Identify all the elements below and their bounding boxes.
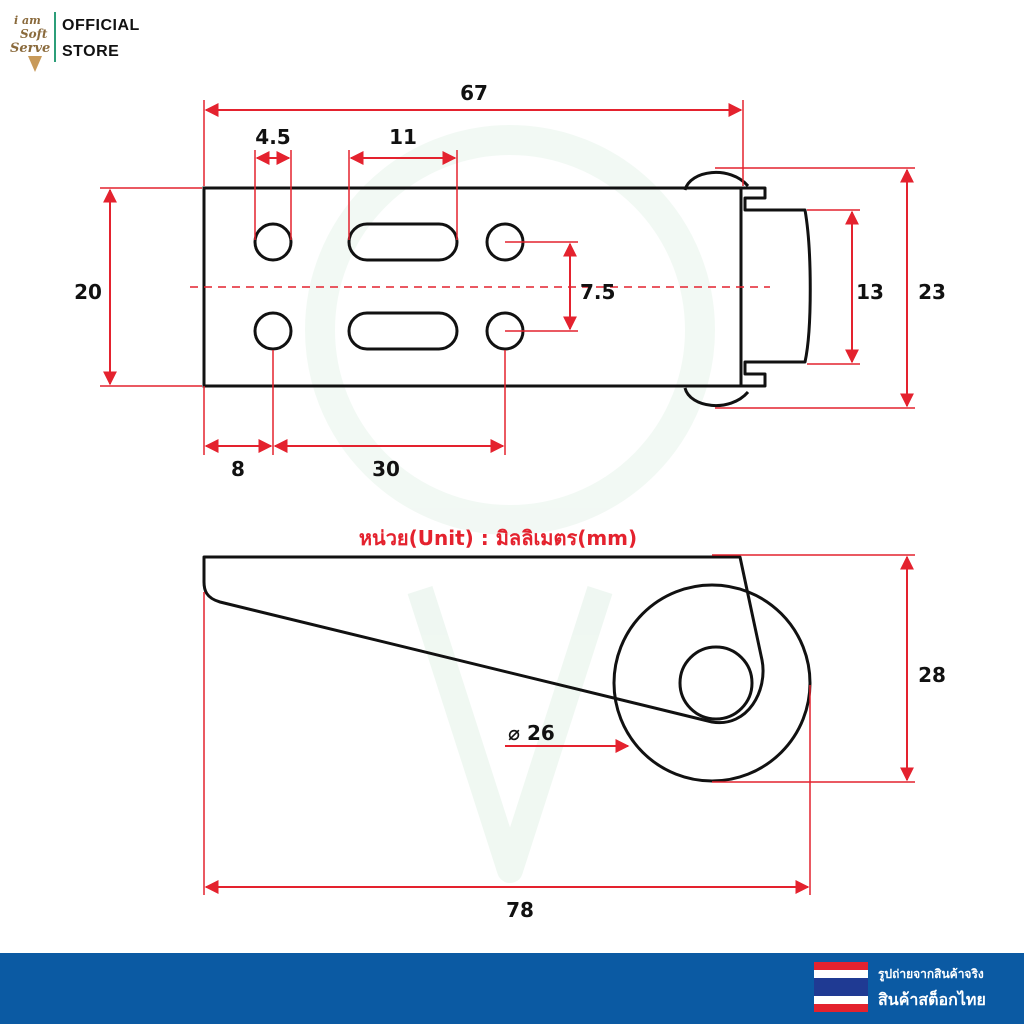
wheel [612, 583, 812, 783]
footer-small-text: รูปถ่ายจากสินค้าจริง [878, 967, 984, 982]
cone-icon [28, 56, 42, 72]
dim-height: 28 [712, 554, 946, 783]
dim-label: 28 [918, 663, 946, 687]
dim-label: 20 [74, 280, 102, 304]
dim-label: 8 [231, 457, 245, 481]
brand-line-official: OFFICIAL [62, 17, 140, 34]
dim-wheel-width: 13 [807, 209, 884, 365]
dim-label: 7.5 [580, 280, 615, 304]
brand-line-store: STORE [62, 43, 119, 60]
dim-plate-width: 20 [74, 187, 202, 387]
dim-hole-pitch: 30 [273, 350, 506, 481]
mounting-slot [347, 311, 459, 351]
dim-label: ⌀ 26 [508, 721, 555, 745]
dim-slot-length: 11 [348, 125, 458, 240]
fork-top-curve [683, 171, 750, 191]
brand-logo: i am Soft Serve [10, 14, 50, 72]
mounting-hole [253, 222, 293, 262]
mounting-slot [347, 222, 459, 262]
mounting-hole [253, 311, 293, 351]
logo-line-2: Soft [20, 27, 48, 41]
dim-label: 4.5 [255, 125, 290, 149]
footer-big-text: สินค้าสต็อกไทย [878, 988, 986, 1009]
dim-overall-length-top: 67 [203, 81, 744, 186]
dim-hole-diameter: 4.5 [254, 125, 292, 240]
dim-label: 30 [372, 457, 400, 481]
fork-bottom-curve [683, 387, 750, 407]
wheel-hub [678, 645, 754, 721]
footer-background [0, 953, 1024, 1024]
footer-bar: รูปถ่ายจากสินค้าจริง สินค้าสต็อกไทย [0, 953, 1024, 1024]
logo-line-3: Serve [10, 41, 50, 56]
brand-block: i am Soft Serve OFFICIAL STORE [10, 12, 140, 72]
top-view: 67 4.5 11 7.5 20 [74, 81, 946, 481]
thai-flag-icon [814, 962, 868, 1012]
dim-edge-offset: 8 [203, 350, 274, 481]
watermark [305, 125, 715, 883]
dim-wheel-diameter: ⌀ 26 [505, 721, 630, 753]
unit-label: หน่วย(Unit) : มิลลิเมตร(mm) [359, 526, 637, 550]
wheel-housing [741, 186, 812, 388]
logo-line-1: i am [14, 14, 41, 27]
dim-overall-length-side: 78 [203, 592, 811, 922]
side-view: ⌀ 26 28 78 [202, 554, 946, 922]
dim-label: 13 [856, 280, 884, 304]
dim-label: 67 [460, 81, 488, 105]
dim-label: 23 [918, 280, 946, 304]
dim-hole-spacing: 7.5 [505, 241, 615, 332]
dim-overall-width: 23 [715, 167, 946, 409]
caster-bracket [202, 555, 765, 725]
dim-label: 11 [389, 125, 417, 149]
dim-label: 78 [506, 898, 534, 922]
